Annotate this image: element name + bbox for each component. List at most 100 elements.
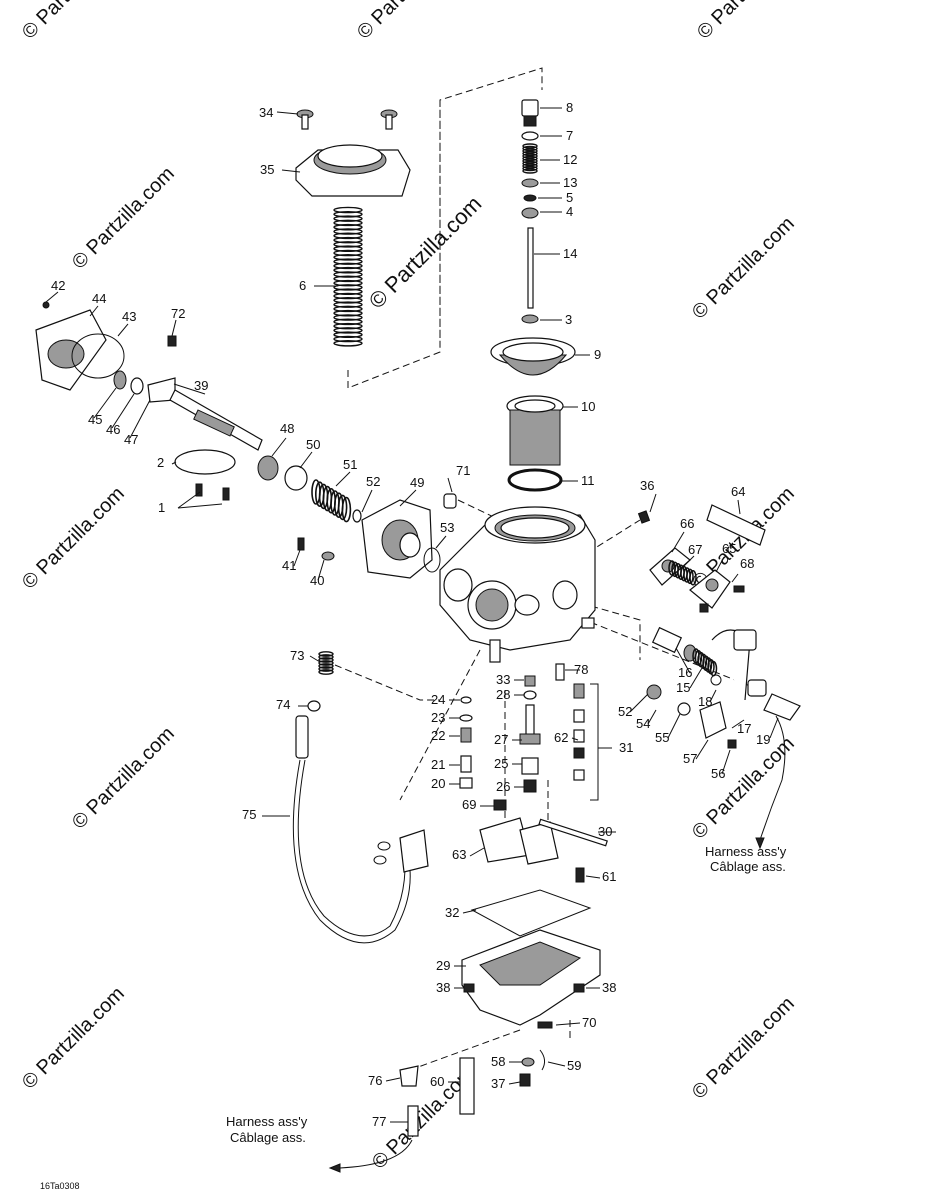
callout-58: 58 (491, 1054, 505, 1069)
accelerator-pump-parts (646, 626, 801, 749)
leader-line (731, 573, 739, 583)
callout-3: 3 (565, 312, 572, 327)
leader-line (177, 491, 201, 509)
callout-7: 7 (566, 128, 573, 143)
leader-line (271, 437, 287, 457)
watermark-text: © Partzilla.com (68, 163, 179, 274)
leader-lines (45, 107, 779, 1123)
leader-line (721, 749, 731, 775)
leader-line (399, 489, 417, 507)
slide-10 (506, 395, 564, 466)
callout-36: 36 (640, 478, 654, 493)
callout-30: 30 (598, 824, 612, 839)
callout-60: 60 (430, 1074, 444, 1089)
watermark-text: © Partzilla.com (18, 0, 129, 44)
callout-59: 59 (567, 1058, 581, 1073)
leader-line (769, 717, 779, 739)
needle-stack (521, 99, 539, 324)
watermark-text: © Partzilla.com (353, 0, 464, 44)
callout-22: 22 (431, 728, 445, 743)
leader-line (731, 719, 745, 729)
callout-75: 75 (242, 807, 256, 822)
leader-line (469, 847, 485, 857)
callout-68: 68 (740, 556, 754, 571)
callout-62: 62 (554, 730, 568, 745)
harness-label-left-en: Harness ass'y (226, 1114, 308, 1129)
watermark-text: © Partzilla.com (18, 983, 129, 1094)
harness-wire-right (759, 715, 786, 841)
callout-69: 69 (462, 797, 476, 812)
leader-line (309, 655, 321, 663)
callout-43: 43 (122, 309, 136, 324)
float-assembly-63 (479, 817, 608, 883)
watermark-text: © Partzilla.com (688, 993, 799, 1104)
leader-line (689, 667, 703, 689)
callout-31: 31 (619, 740, 633, 755)
callout-29: 29 (436, 958, 450, 973)
harness-arrow-right (755, 837, 765, 850)
callout-33: 33 (496, 672, 510, 687)
leader-line (462, 909, 477, 914)
callout-77: 77 (372, 1114, 386, 1129)
leader-line (695, 739, 709, 760)
callout-76: 76 (368, 1073, 382, 1088)
callout-74: 74 (276, 697, 290, 712)
callout-52-upper: 52 (366, 474, 380, 489)
leader-line (683, 555, 695, 567)
callout-61: 61 (602, 869, 616, 884)
callout-65: 65 (722, 541, 736, 556)
callout-28: 28 (496, 687, 510, 702)
leader-line (737, 499, 741, 515)
callout-54: 54 (636, 716, 650, 731)
shaft-parts (257, 455, 362, 523)
callout-4: 4 (566, 204, 573, 219)
callout-53: 53 (440, 520, 454, 535)
leader-line (89, 305, 99, 317)
sensor-parts (328, 1065, 419, 1173)
leader-line (709, 689, 717, 703)
callout-70: 70 (582, 1015, 596, 1030)
callout-64: 64 (731, 484, 745, 499)
throttle-housing-49 (361, 499, 441, 579)
watermark-text: © Partzilla.com (688, 733, 799, 844)
callout-41: 41 (282, 558, 296, 573)
callout-27: 27 (494, 732, 508, 747)
leader-line (317, 559, 325, 581)
callout-67: 67 (688, 542, 702, 557)
callout-38-left: 38 (436, 980, 450, 995)
choke-cable-75 (292, 651, 429, 944)
callout-14: 14 (563, 246, 577, 261)
callout-73: 73 (290, 648, 304, 663)
gasket-32 (470, 889, 592, 937)
leader-line (385, 1077, 401, 1082)
callout-34: 34 (259, 105, 273, 120)
spring-6 (333, 206, 363, 347)
leader-line (117, 323, 129, 337)
watermark-layer: © Partzilla.com © Partzilla.com © Partzill… (18, 0, 804, 1174)
oring-11 (507, 468, 563, 492)
leader-line (447, 477, 453, 493)
callout-32: 32 (445, 905, 459, 920)
leader-line (667, 713, 681, 739)
watermark-text: © Partzilla.com (688, 213, 799, 324)
leader-line (171, 319, 177, 337)
callout-6: 6 (299, 278, 306, 293)
callout-57: 57 (683, 751, 697, 766)
screws-40-41 (297, 537, 335, 561)
callout-39: 39 (194, 378, 208, 393)
leader-line (671, 531, 685, 553)
throttle-plate-2 (174, 449, 236, 501)
callout-19: 19 (756, 732, 770, 747)
leader-line (173, 383, 206, 395)
leader-line (571, 737, 579, 741)
leader-line (361, 489, 373, 513)
leader-line (629, 693, 649, 713)
callout-66: 66 (680, 516, 694, 531)
harness-label-right-fr: Câblage ass. (710, 859, 786, 874)
leader-line (276, 111, 299, 115)
watermark-text: © Partzilla.com (18, 483, 129, 594)
callout-20: 20 (431, 776, 445, 791)
harness-label-right-en: Harness ass'y (705, 844, 787, 859)
main-watermark: © Partzilla.com (364, 191, 487, 314)
